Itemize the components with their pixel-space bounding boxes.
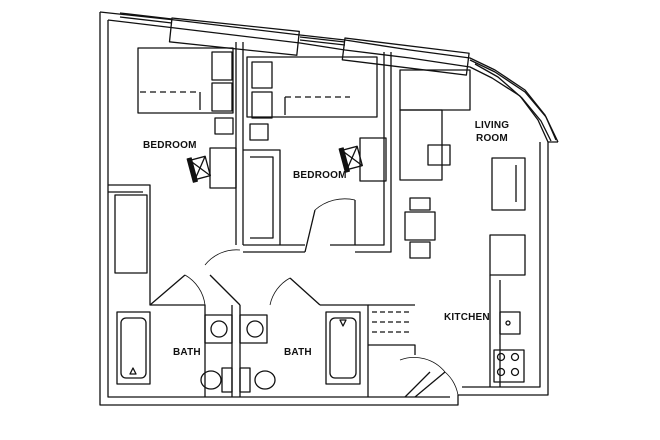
wall-bedroom1-right [235, 42, 244, 245]
room-label-bath-1: BATH [173, 347, 201, 358]
toilet-tank [239, 367, 251, 393]
door-entry [404, 371, 431, 398]
door-bath1-swing [184, 274, 206, 306]
wall-fridge [489, 234, 526, 276]
sofa-cushion [427, 144, 451, 166]
pillow [211, 82, 233, 112]
dining-chair [409, 241, 431, 259]
vanity [204, 314, 233, 344]
wall-bath-divider [231, 305, 241, 397]
wardrobe [114, 194, 148, 274]
kitchen-sink [499, 311, 521, 335]
dining-chair [409, 197, 431, 211]
door-bedroom2 [304, 209, 316, 253]
vanity [239, 314, 268, 344]
stove [493, 349, 525, 383]
room-label-line: ROOM [476, 133, 508, 144]
exterior-wall [99, 12, 558, 406]
wall-bedroom2-right [383, 52, 392, 150]
tub-drain [339, 319, 347, 327]
door-entry-2 [414, 371, 446, 398]
vanity-basin [246, 320, 264, 338]
toilet-tank [221, 367, 233, 393]
room-label-bedroom-1: BEDROOM [143, 140, 197, 151]
room-label-bath-2: BATH [284, 347, 312, 358]
desk-chair-icon [186, 155, 211, 183]
door-closet [209, 274, 241, 306]
door-bedroom1 [204, 249, 241, 266]
sink-drain [505, 320, 511, 326]
room-label-living-room: LIVING ROOM [472, 119, 512, 145]
facade-pier [168, 17, 300, 56]
wall-closet [243, 149, 281, 245]
toilet [254, 370, 276, 390]
burner [510, 352, 520, 362]
window-band-1 [119, 12, 173, 24]
desk [359, 137, 387, 182]
toilet [200, 370, 222, 390]
window-band-3 [469, 59, 557, 142]
door-bedroom2-swing [314, 198, 356, 211]
pillow [251, 91, 273, 119]
exterior-wall-inner-right [462, 142, 541, 388]
bathtub [325, 311, 361, 385]
wall-bath-top [149, 275, 206, 397]
door-bath2-swing [269, 277, 291, 306]
desk-chair-icon [338, 145, 363, 173]
bed [246, 56, 378, 118]
bathtub-inner [120, 317, 147, 379]
door-bath1 [149, 274, 186, 306]
sofa [399, 69, 471, 111]
bathtub [116, 311, 151, 385]
dining-table [404, 211, 436, 241]
top-facade-inner [107, 19, 549, 143]
facade-pier [341, 37, 470, 76]
desk [209, 147, 237, 189]
burner [496, 352, 506, 362]
burner [510, 367, 520, 377]
wall-hall [243, 200, 356, 253]
room-label-kitchen: KITCHEN [444, 312, 490, 323]
wall-kitchen-pantry [368, 304, 416, 355]
nightstand [214, 117, 234, 135]
pillow [211, 51, 233, 81]
tub-drain [129, 367, 137, 375]
burner [496, 367, 506, 377]
room-label-bedroom-2: BEDROOM [293, 170, 347, 181]
pillow [251, 61, 273, 89]
wall-bedroom-bottom [108, 184, 151, 275]
pantry-shelf [372, 311, 410, 333]
bed [137, 47, 234, 114]
wall-bedroom2-right-lower [355, 150, 392, 253]
vanity-basin [210, 320, 228, 338]
nightstand [249, 123, 269, 141]
window-band-2 [299, 36, 346, 46]
bathtub-inner [329, 317, 357, 379]
room-label-line: LIVING [474, 120, 510, 131]
tv-console [491, 157, 526, 211]
wall-bath2-right [320, 304, 369, 397]
top-facade-wall [99, 11, 559, 143]
exterior-wall-inner [107, 20, 450, 398]
door-entry-2-swing [444, 371, 459, 396]
door-bath2 [289, 277, 321, 306]
door-entry-swing [399, 357, 446, 373]
